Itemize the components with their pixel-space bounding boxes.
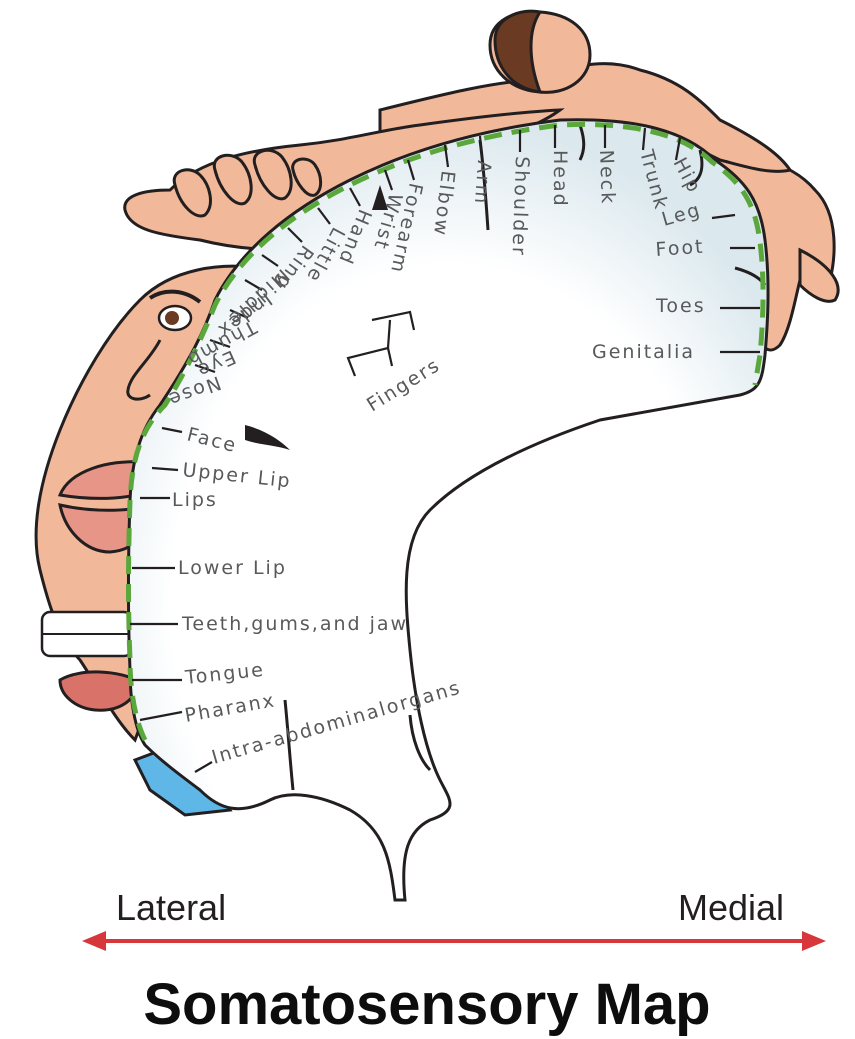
homunculus-pupil — [165, 311, 179, 325]
medial-label: Medial — [678, 887, 784, 928]
arrow-head-right — [802, 931, 826, 951]
label-teeth: Teeth,gums,and jaw — [181, 613, 408, 635]
label-lips: Lips — [172, 489, 218, 511]
label-arm: Arm — [470, 160, 495, 206]
label-lower-lip: Lower Lip — [178, 557, 287, 579]
page-title: Somatosensory Map — [143, 972, 710, 1037]
label-foot: Foot — [655, 236, 705, 261]
label-genitalia: Genitalia — [592, 341, 695, 363]
label-head: Head — [549, 150, 571, 208]
direction-axis: Lateral Medial — [82, 887, 826, 951]
label-toes: Toes — [655, 295, 706, 317]
label-neck: Neck — [595, 149, 619, 205]
lateral-label: Lateral — [116, 887, 226, 928]
arrow-head-left — [82, 931, 106, 951]
label-shoulder: Shoulder — [507, 156, 532, 257]
